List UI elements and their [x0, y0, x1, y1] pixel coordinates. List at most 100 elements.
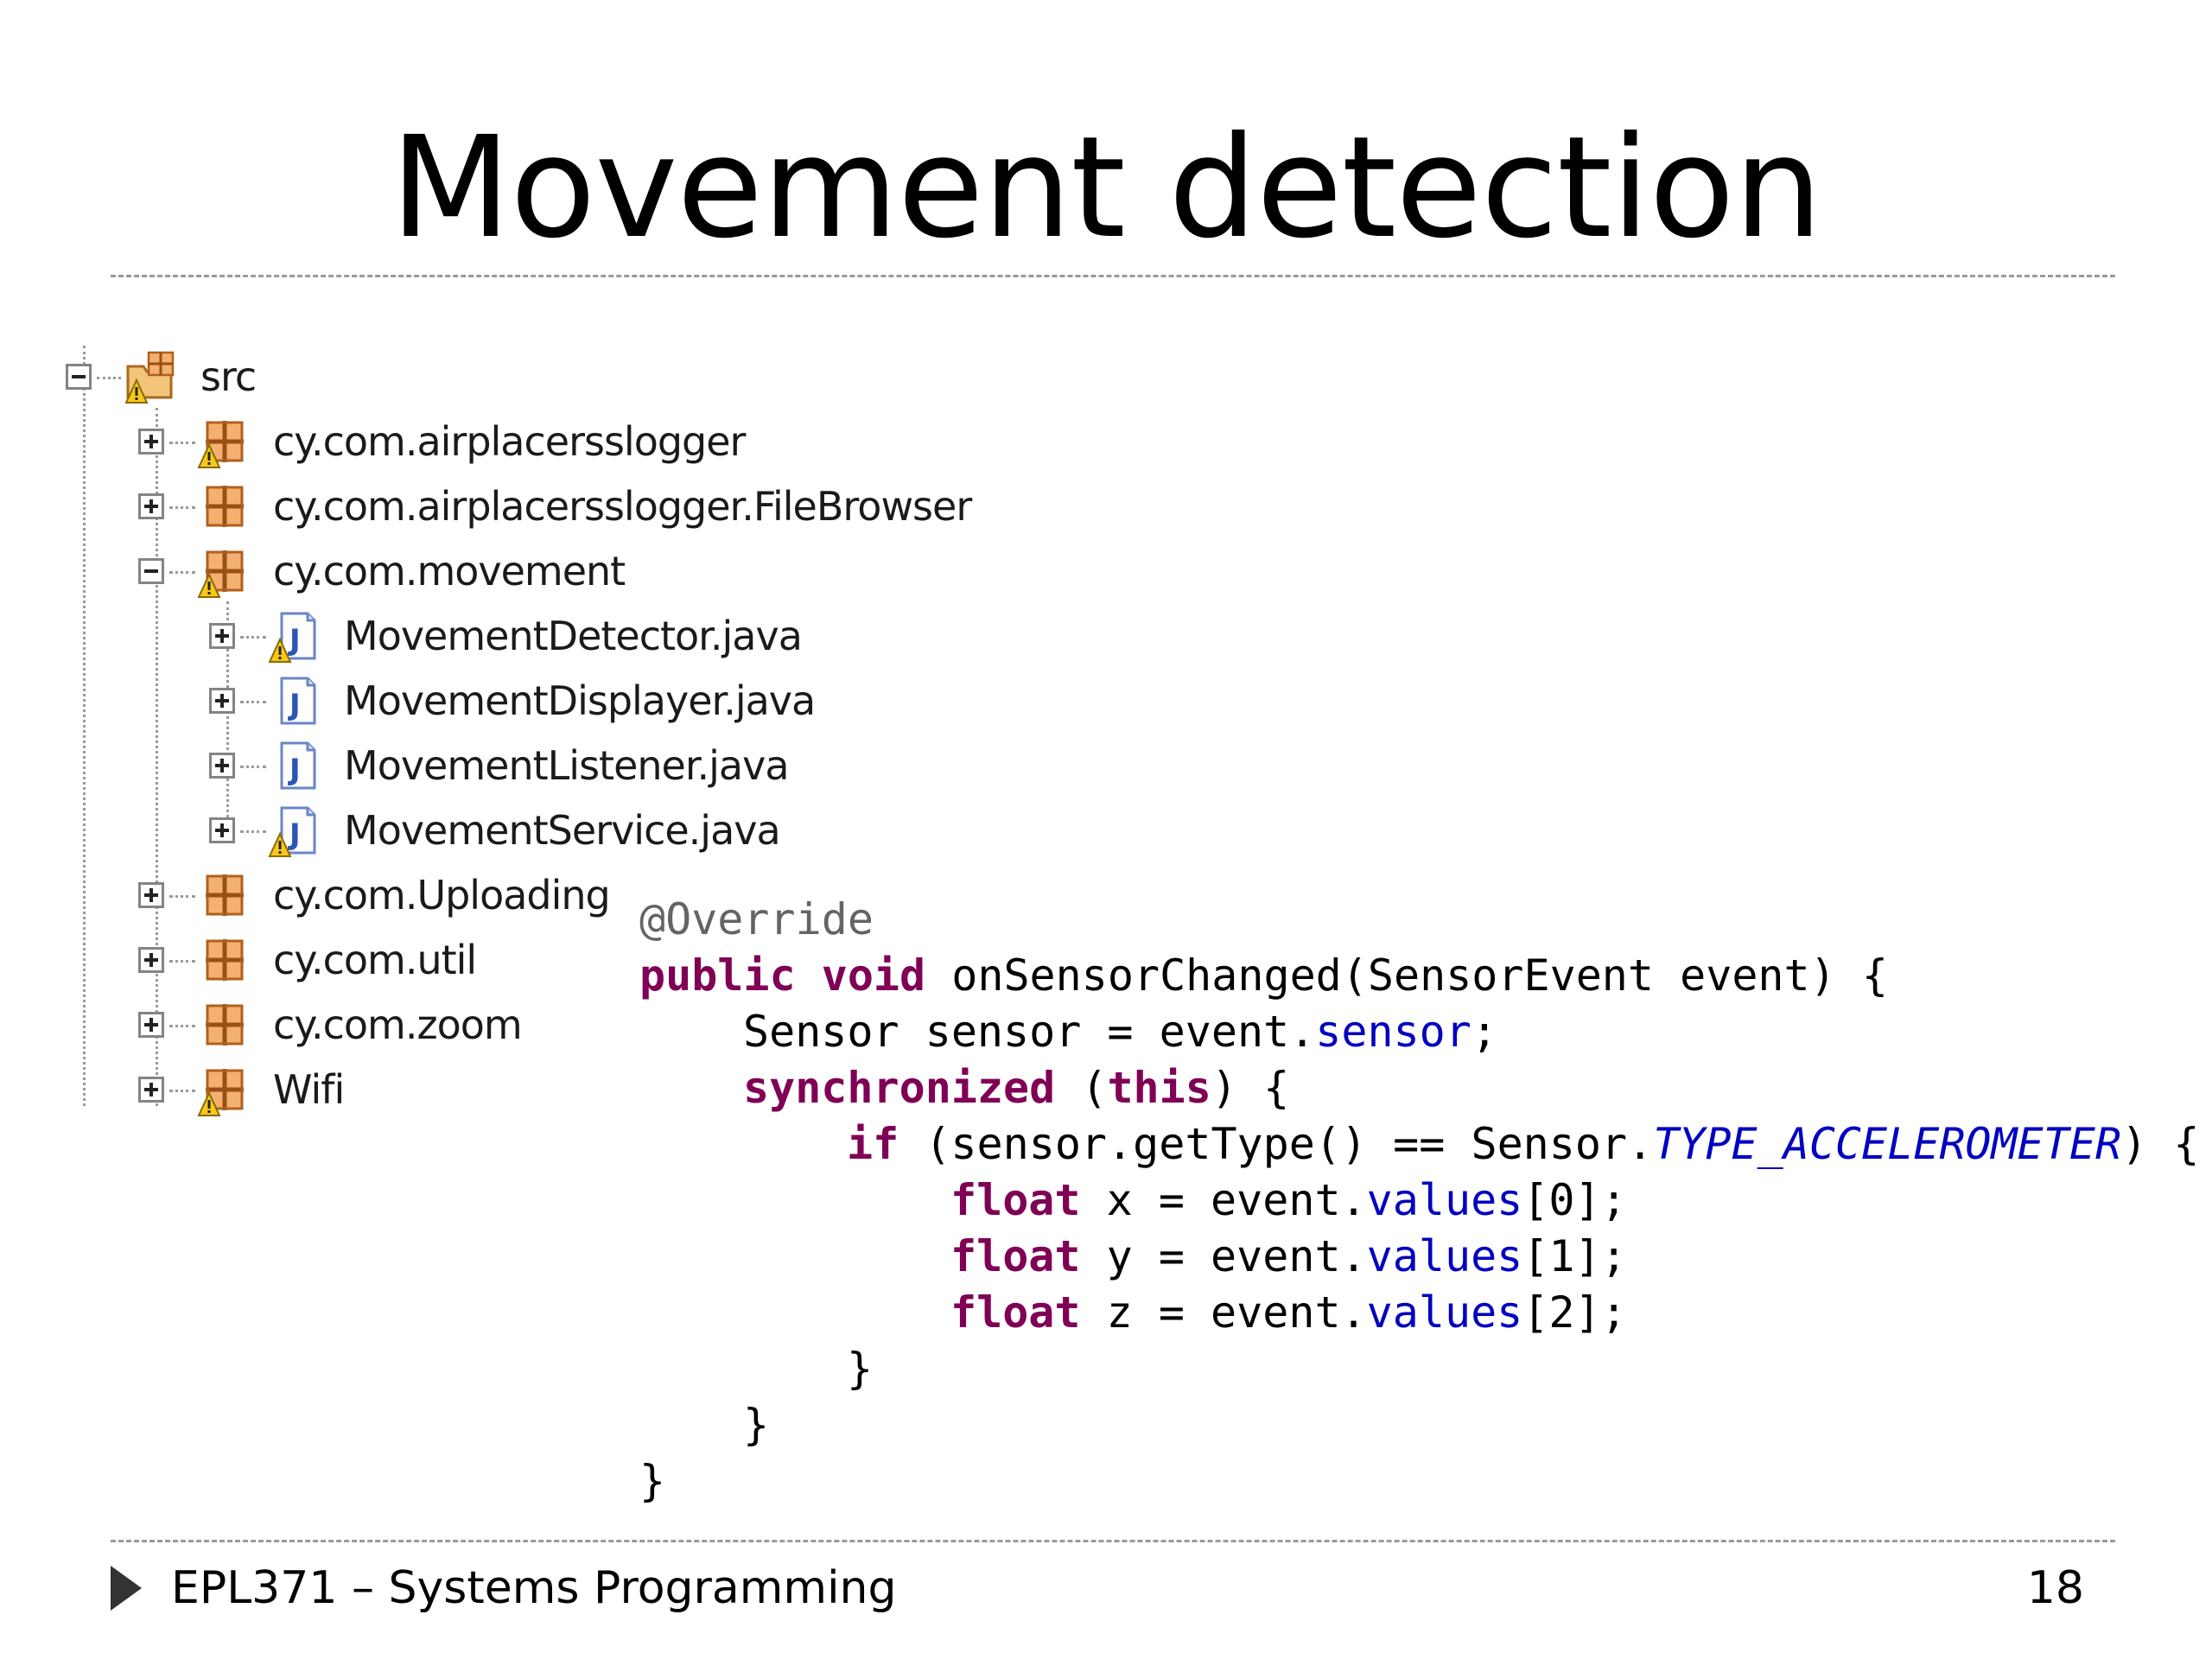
tree-guide-line [97, 377, 121, 379]
tree-node-package[interactable]: cy.com.airplacersslogger.FileBrowser [138, 479, 972, 534]
tree-guide-line [169, 1090, 195, 1092]
footer-divider [111, 1540, 2115, 1542]
expand-toggle[interactable] [209, 623, 235, 649]
code-text: ) { [2121, 1119, 2200, 1169]
tree-node-package[interactable]: cy.com.util [138, 934, 588, 986]
tree-node-java-file[interactable]: MovementDetector.java [209, 610, 831, 663]
code-text: [1]; [1522, 1231, 1627, 1281]
tree-guide-line [169, 1025, 195, 1027]
code-text: onSensorChanged(SensorEvent event) { [925, 950, 1888, 1001]
tree-guide-line [240, 636, 266, 639]
keyword-token: public void [639, 950, 926, 1001]
code-text: } [743, 1400, 770, 1450]
expand-toggle[interactable] [138, 1077, 164, 1103]
tree-node-package[interactable]: cy.com.zoom [138, 999, 588, 1051]
tree-guide-line [169, 442, 195, 444]
keyword-token: this [1107, 1063, 1211, 1113]
tree-node-label: MovementDetector.java [344, 613, 803, 659]
expand-toggle[interactable] [209, 688, 235, 714]
keyword-token: synchronized [743, 1063, 1056, 1113]
expand-toggle[interactable] [138, 882, 164, 908]
tree-guide-line [169, 506, 195, 509]
tree-node-label: cy.com.zoom [273, 1001, 523, 1048]
tree-node-label: MovementListener.java [344, 742, 790, 789]
code-text: Sensor sensor = event. [743, 1007, 1316, 1057]
code-line: if (sensor.getType() == Sensor.TYPE_ACCE… [639, 1116, 2199, 1173]
code-text: y = event. [1080, 1231, 1367, 1281]
package-icon [195, 868, 251, 923]
tree-node-label: Wifi [273, 1066, 345, 1113]
code-snippet: @Override public void onSensorChanged(Se… [639, 892, 2199, 1510]
code-line: float y = event.values[1]; [639, 1229, 2199, 1285]
tree-guide-line [240, 701, 266, 703]
tree-node-label: src [200, 353, 257, 400]
tree-guide-line [169, 960, 195, 963]
code-line: public void onSensorChanged(SensorEvent … [639, 948, 2199, 1004]
tree-node-package[interactable]: Wifi [138, 1064, 501, 1116]
tree-guide-line [240, 830, 266, 833]
tree-guide-line [83, 346, 86, 1106]
field-token: sensor [1315, 1007, 1471, 1057]
tree-node-package[interactable]: cy.com.movement [138, 543, 691, 598]
footer-course-title: EPL371 – Systems Programming [171, 1562, 897, 1614]
java-file-icon [280, 677, 316, 725]
code-text: [0]; [1522, 1175, 1627, 1225]
expand-toggle[interactable] [138, 429, 164, 454]
tree-node-label: MovementService.java [344, 807, 781, 854]
tree-node-java-file[interactable]: MovementListener.java [209, 740, 831, 791]
package-icon [195, 932, 251, 988]
field-token: values [1366, 1231, 1523, 1281]
package-warning-icon [198, 1062, 251, 1116]
tree-node-package[interactable]: cy.com.Uploading [138, 869, 622, 921]
code-line: float z = event.values[2]; [639, 1285, 2199, 1341]
expand-toggle[interactable] [209, 753, 235, 779]
code-line: float x = event.values[0]; [639, 1173, 2199, 1229]
code-text: ( [1055, 1063, 1108, 1113]
keyword-token: if [847, 1119, 899, 1169]
code-text: } [847, 1344, 874, 1394]
tree-node-package[interactable]: cy.com.airplacersslogger [138, 416, 812, 468]
package-icon [195, 997, 251, 1052]
code-text: ; [1471, 1007, 1497, 1057]
slide-title: Movement detection [390, 107, 1823, 270]
tree-guide-line [169, 571, 195, 574]
tree-guide-line [169, 895, 195, 898]
code-line: } [639, 1397, 2199, 1453]
code-text: } [639, 1456, 666, 1506]
code-text: (sensor.getType() == Sensor. [899, 1119, 1654, 1169]
source-folder-warning-icon [125, 351, 175, 404]
tree-guide-line [226, 601, 229, 843]
annotation-token: @Override [639, 894, 874, 944]
package-warning-icon [198, 543, 251, 598]
package-icon [195, 479, 251, 534]
tree-node-label: cy.com.movement [273, 548, 626, 594]
expand-toggle[interactable] [209, 817, 235, 843]
tree-node-java-file[interactable]: MovementDisplayer.java [209, 675, 831, 727]
expand-toggle[interactable] [138, 493, 164, 519]
tree-node-src[interactable]: src [66, 351, 290, 404]
expand-toggle[interactable] [138, 947, 164, 973]
constant-token: TYPE_ACCELEROMETER [1653, 1119, 2122, 1169]
collapse-toggle[interactable] [138, 558, 164, 584]
code-text: z = event. [1080, 1287, 1367, 1338]
tree-node-label: cy.com.airplacersslogger [273, 418, 746, 465]
field-token: values [1366, 1287, 1523, 1338]
collapse-toggle[interactable] [66, 364, 92, 390]
code-line: Sensor sensor = event.sensor; [639, 1004, 2199, 1060]
java-file-warning-icon [269, 806, 316, 857]
title-divider [111, 275, 2115, 277]
project-explorer-tree: src cy.com.airplacersslogger cy.com.airp… [0, 0, 1296, 1210]
code-text: [2]; [1522, 1287, 1627, 1338]
tree-node-java-file[interactable]: MovementService.java [209, 804, 831, 857]
code-line: } [639, 1341, 2199, 1397]
field-token: values [1366, 1175, 1523, 1225]
tree-guide-line [156, 408, 158, 1106]
java-file-icon [280, 741, 316, 790]
play-arrow-icon [111, 1566, 142, 1611]
page-number: 18 [2026, 1562, 2084, 1614]
keyword-token: float [950, 1231, 1081, 1281]
code-text: x = event. [1080, 1175, 1367, 1225]
expand-toggle[interactable] [138, 1012, 164, 1038]
tree-guide-line [240, 766, 266, 768]
tree-node-label: cy.com.airplacersslogger.FileBrowser [273, 483, 972, 530]
